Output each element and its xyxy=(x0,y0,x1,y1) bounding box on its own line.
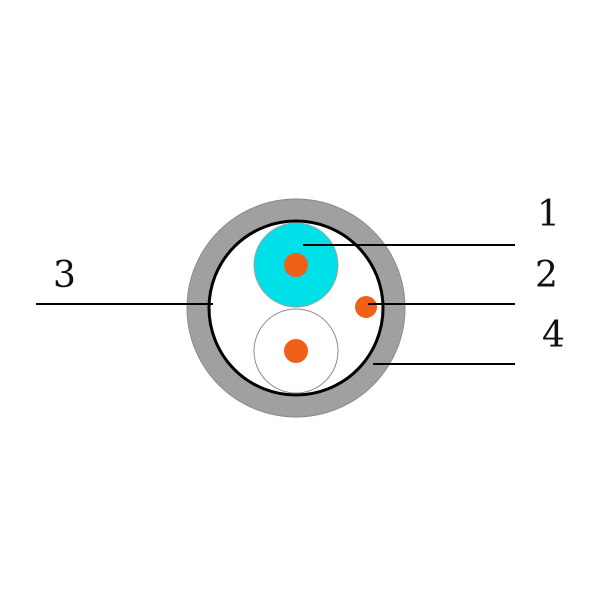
callout-label-1: 1 xyxy=(537,194,560,235)
callout-label-2: 2 xyxy=(535,255,558,296)
callout-label-3: 3 xyxy=(53,255,76,296)
copper-core-2 xyxy=(284,339,308,363)
copper-core-1 xyxy=(284,253,308,277)
drain-wire xyxy=(355,296,377,318)
shield-ring xyxy=(207,219,385,397)
callout-label-4: 4 xyxy=(542,315,565,356)
